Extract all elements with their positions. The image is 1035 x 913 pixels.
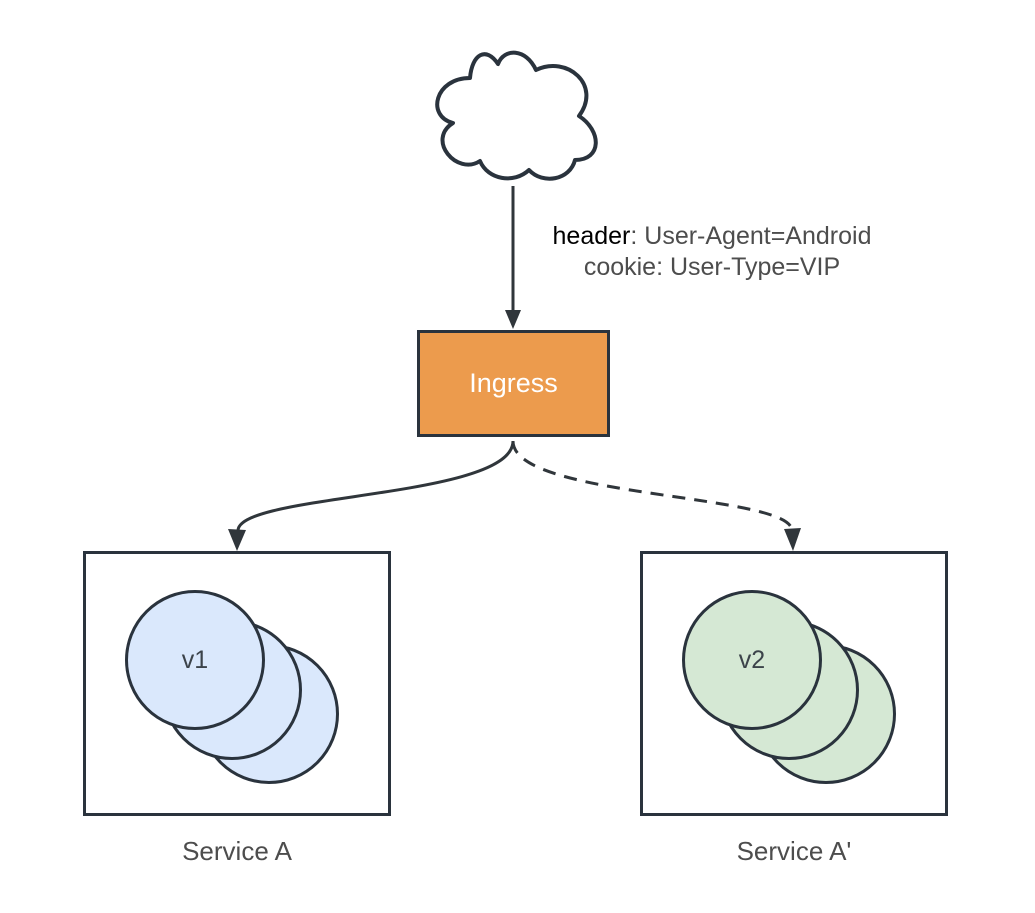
service-a-pod-version: v1: [181, 645, 209, 674]
request-annotation-keyword: header: [552, 222, 631, 250]
request-annotation-rest: : User-Agent=Android: [630, 222, 872, 250]
ingress-label: Ingress: [469, 368, 558, 398]
edge-ingress-to-service-a-prime: [511, 440, 801, 551]
edge-ingress-to-service-a: [228, 440, 515, 551]
request-annotation: header: User-Agent=Android cookie: User-…: [512, 221, 912, 283]
service-a-prime-pod-version: v2: [738, 645, 766, 674]
cloud-icon: [435, 50, 598, 181]
service-a-pod-front: v1: [125, 590, 265, 730]
ingress-node: Ingress: [417, 330, 610, 437]
service-a-label: Service A: [182, 836, 292, 866]
service-a-prime-pod-front: v2: [682, 590, 822, 730]
service-a-prime-label: Service A': [736, 836, 852, 866]
request-annotation-line1: header: User-Agent=Android: [512, 221, 912, 252]
request-annotation-line2: cookie: User-Type=VIP: [583, 253, 841, 281]
